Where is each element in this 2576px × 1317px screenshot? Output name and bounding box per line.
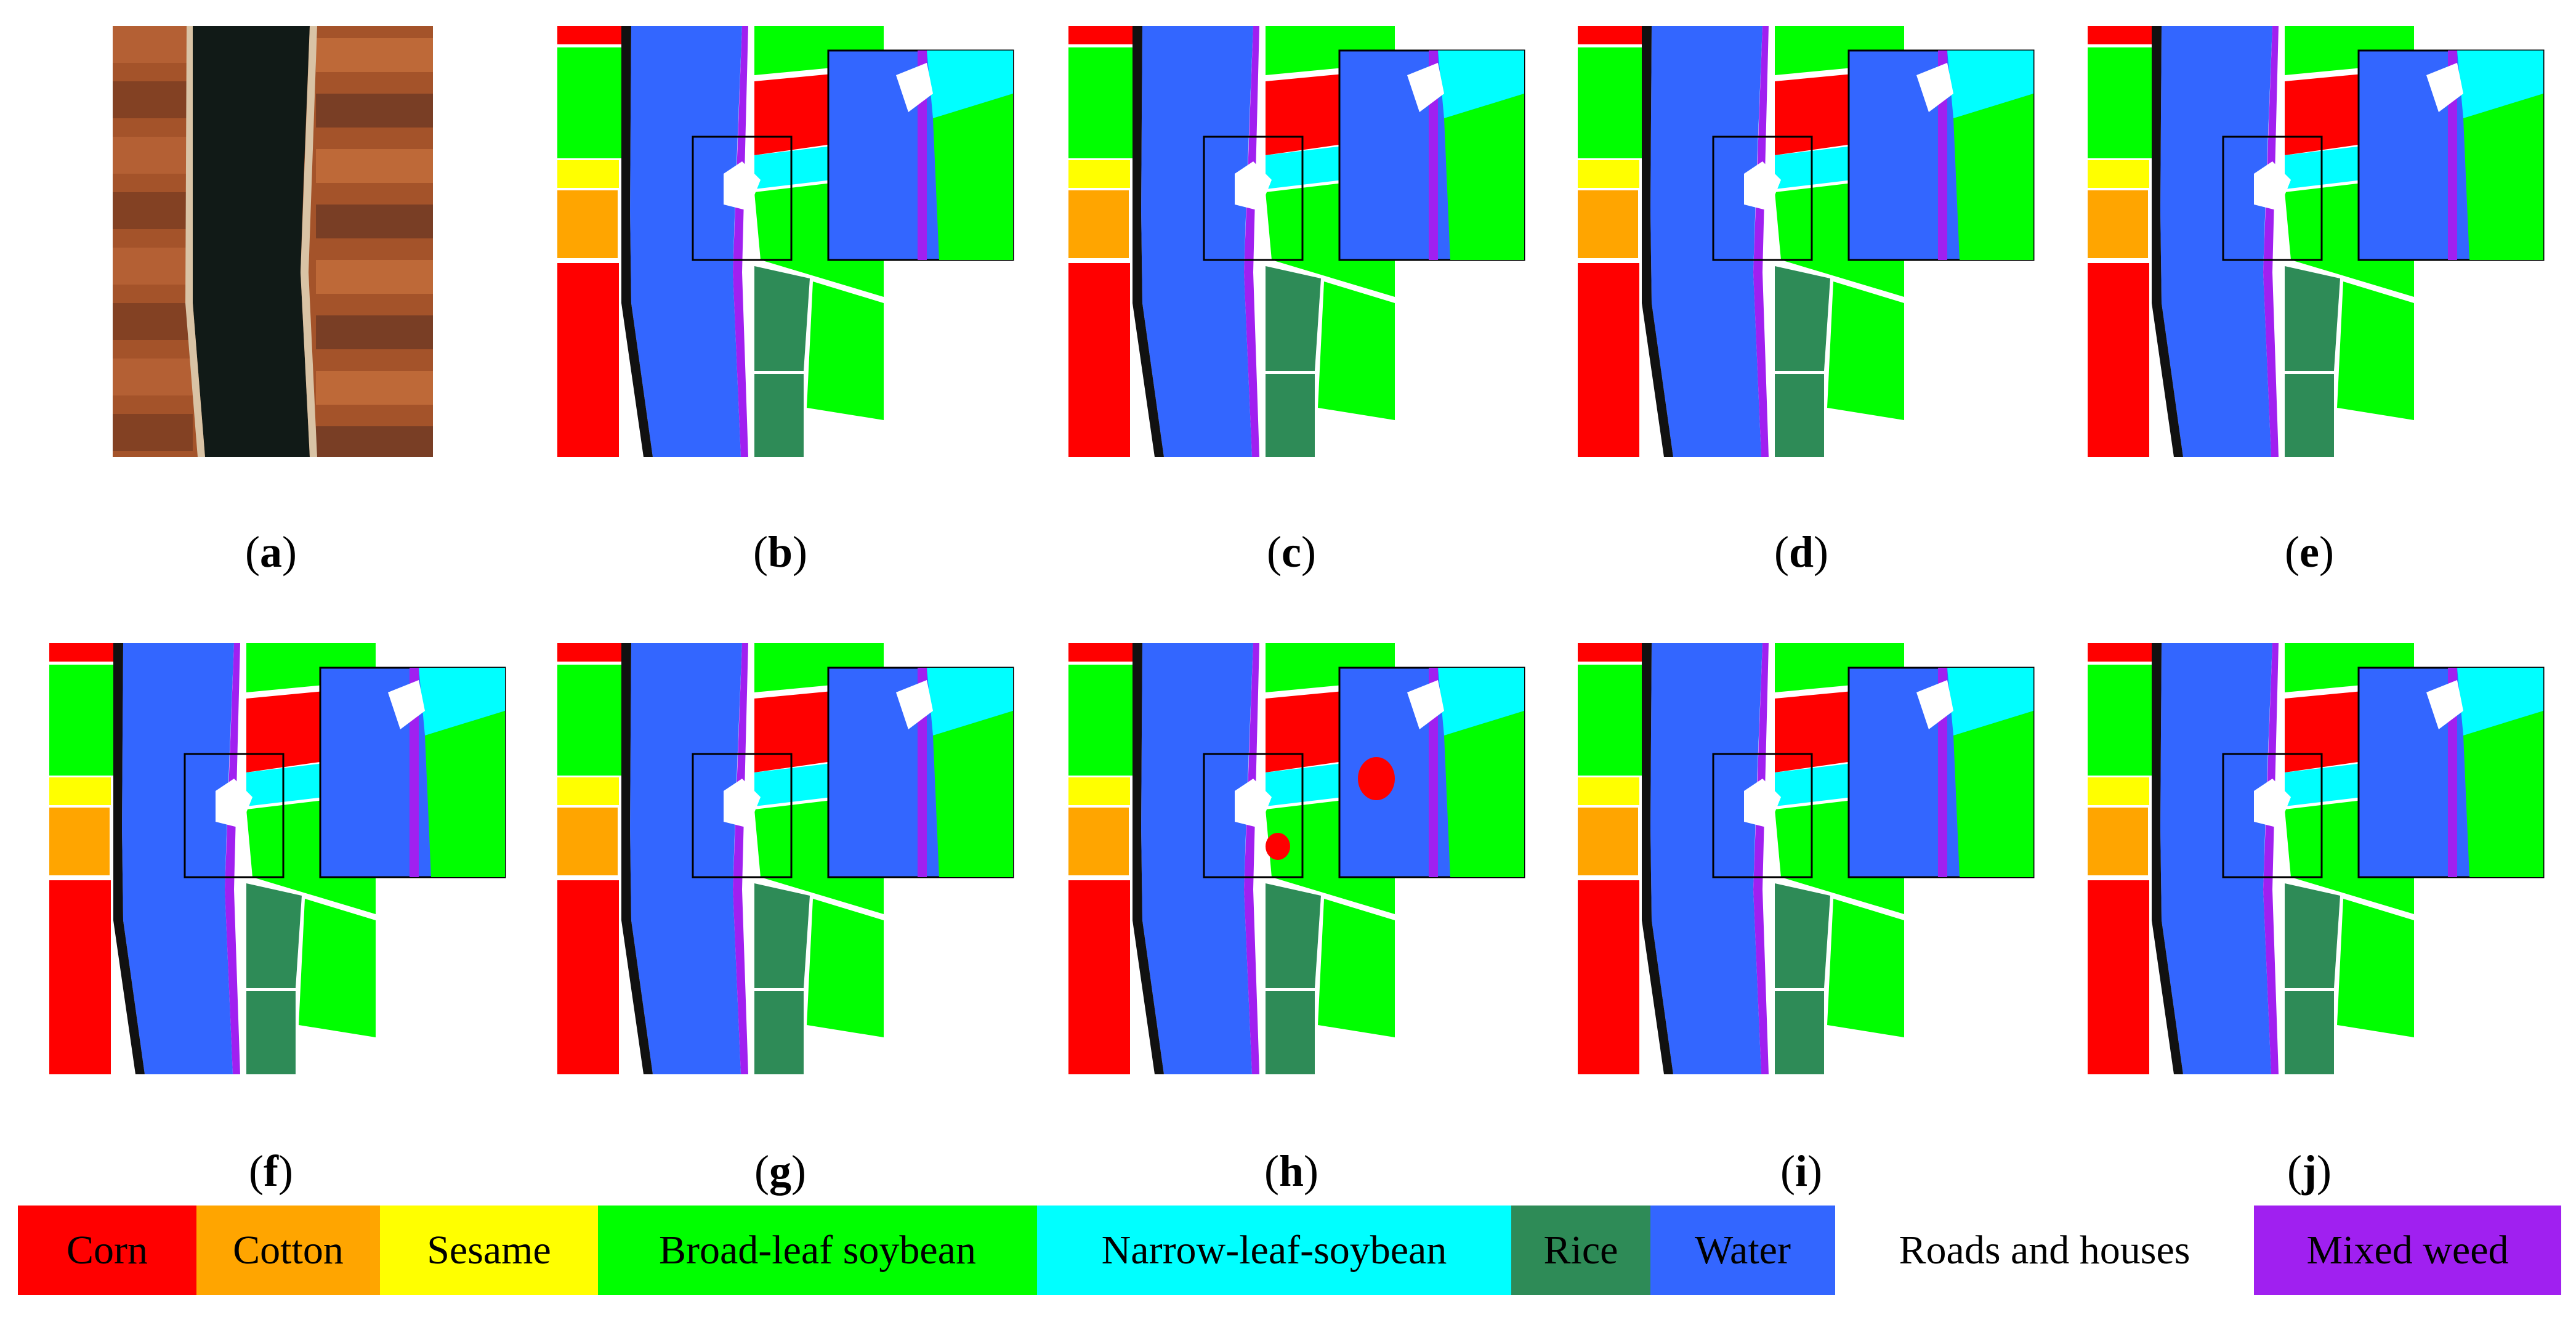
legend-label-narrow-leaf-soybean: Narrow-leaf-soybean	[1101, 1227, 1447, 1273]
panel-j-classification-map	[2088, 643, 2556, 1074]
legend-roads-and-houses: Roads and houses	[1835, 1206, 2254, 1295]
legend-label-water: Water	[1695, 1227, 1791, 1273]
panel-a-rgb-image	[113, 26, 433, 457]
caption-d: (d)	[1774, 527, 1828, 577]
panel-g-classification-map	[557, 643, 1025, 1074]
legend-label-broad-leaf-soybean: Broad-leaf soybean	[659, 1227, 976, 1273]
panel-f-classification-map	[49, 643, 517, 1074]
legend-corn: Corn	[18, 1206, 196, 1295]
legend-label-roads-and-houses: Roads and houses	[1899, 1227, 2190, 1273]
legend-broad-leaf-soybean: Broad-leaf soybean	[598, 1206, 1037, 1295]
caption-h: (h)	[1264, 1146, 1318, 1196]
legend-cotton: Cotton	[196, 1206, 380, 1295]
caption-f: (f)	[249, 1146, 293, 1196]
legend-label-corn: Corn	[67, 1227, 148, 1273]
panel-h-classification-map	[1068, 643, 1536, 1074]
legend-label-cotton: Cotton	[233, 1227, 344, 1273]
caption-e: (e)	[2285, 527, 2334, 577]
legend-mixed-weed: Mixed weed	[2254, 1206, 2561, 1295]
legend-label-mixed-weed: Mixed weed	[2306, 1227, 2509, 1273]
legend-label-sesame: Sesame	[427, 1227, 551, 1273]
legend-rice: Rice	[1511, 1206, 1650, 1295]
legend-water: Water	[1650, 1206, 1835, 1295]
legend-label-rice: Rice	[1543, 1227, 1618, 1273]
caption-a: (a)	[245, 527, 297, 577]
legend-narrow-leaf-soybean: Narrow-leaf-soybean	[1037, 1206, 1511, 1295]
caption-c: (c)	[1267, 527, 1316, 577]
panel-i-classification-map	[1578, 643, 2046, 1074]
caption-b: (b)	[753, 527, 807, 577]
caption-g: (g)	[754, 1146, 806, 1196]
legend-sesame: Sesame	[380, 1206, 598, 1295]
panel-d-classification-map	[1578, 26, 2046, 457]
panel-e-classification-map	[2088, 26, 2556, 457]
caption-i: (i)	[1780, 1146, 1822, 1196]
caption-j: (j)	[2287, 1146, 2332, 1196]
panel-b-ground-truth	[557, 26, 1025, 457]
class-legend: Corn Cotton Sesame Broad-leaf soybean Na…	[18, 1206, 2561, 1295]
panel-c-classification-map	[1068, 26, 1536, 457]
